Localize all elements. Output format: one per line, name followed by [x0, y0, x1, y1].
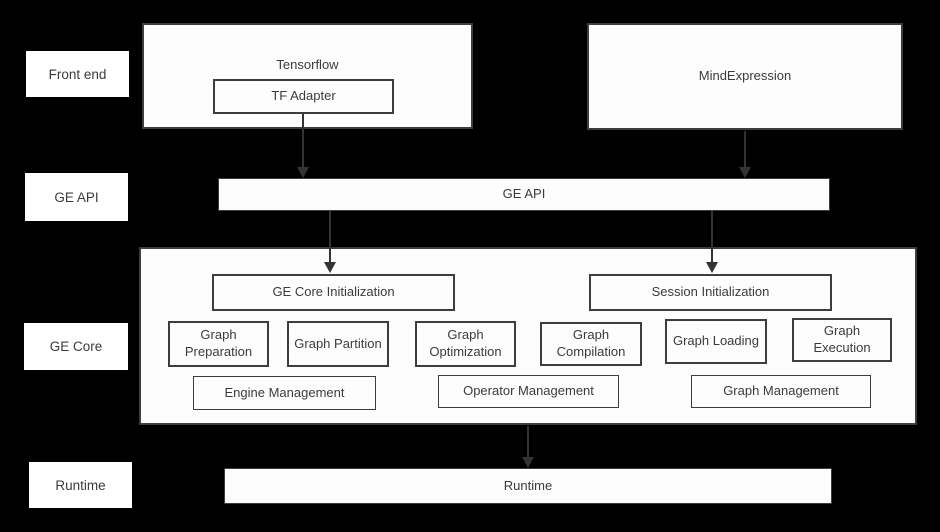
layer-label-ge-core: GE Core [24, 323, 128, 370]
arrow-shaft [302, 114, 304, 167]
ge-api-bar-label: GE API [502, 186, 546, 202]
arrow-head-icon [297, 167, 309, 178]
graph-execution-label: Graph Execution [813, 323, 871, 355]
mindexpression-box: MindExpression [587, 23, 903, 130]
graph-compilation-box: Graph Compilation [540, 322, 642, 366]
ge-core-initialization-box: GE Core Initialization [212, 274, 455, 311]
layer-label-ge-api-text: GE API [54, 189, 99, 205]
runtime-bar-label: Runtime [503, 477, 553, 493]
tf-adapter-label: TF Adapter [271, 88, 336, 104]
arrow-head-icon [522, 457, 534, 468]
engine-management-label: Engine Management [224, 384, 345, 400]
arrow-shaft [711, 211, 713, 262]
layer-label-front-end-text: Front end [48, 66, 107, 82]
graph-partition-box: Graph Partition [287, 321, 389, 367]
layer-label-ge-api: GE API [25, 173, 128, 221]
mindexpression-label: MindExpression [698, 68, 792, 84]
runtime-bar: Runtime [224, 468, 832, 504]
layer-label-ge-core-text: GE Core [49, 339, 103, 354]
arrow-tf-adapter-to-ge-api [297, 114, 309, 178]
operator-management-box: Operator Management [438, 375, 619, 408]
session-initialization-box: Session Initialization [589, 274, 832, 311]
tensorflow-box: Tensorflow TF Adapter [142, 23, 473, 129]
session-initialization-label: Session Initialization [651, 284, 770, 300]
arrow-head-icon [706, 262, 718, 273]
arrow-ge-api-to-ge-core-initialization [324, 211, 336, 273]
arrow-shaft [744, 131, 746, 167]
layer-label-runtime: Runtime [29, 462, 132, 508]
graph-optimization-label: Graph Optimization [429, 327, 502, 359]
engine-management-box: Engine Management [193, 376, 376, 410]
layer-label-runtime-text: Runtime [55, 477, 106, 493]
arrow-ge-core-to-runtime [522, 426, 534, 468]
graph-optimization-box: Graph Optimization [415, 321, 516, 367]
graph-compilation-label: Graph Compilation [556, 327, 626, 359]
graph-loading-box: Graph Loading [665, 319, 767, 364]
graph-execution-box: Graph Execution [792, 318, 892, 362]
graph-loading-label: Graph Loading [672, 333, 759, 349]
ge-api-bar: GE API [218, 178, 830, 211]
arrow-mindexpression-to-ge-api [739, 131, 751, 178]
arrow-shaft [527, 426, 529, 457]
graph-management-label: Graph Management [723, 383, 839, 399]
graph-partition-label: Graph Partition [294, 335, 382, 351]
arrow-shaft [329, 211, 331, 262]
arrow-ge-api-to-session-initialization [706, 211, 718, 273]
graph-preparation-label: Graph Preparation [184, 327, 253, 359]
tensorflow-label: Tensorflow [276, 57, 339, 72]
arrow-head-icon [324, 262, 336, 273]
ge-core-initialization-label: GE Core Initialization [272, 284, 395, 300]
tf-adapter-box: TF Adapter [213, 79, 394, 114]
graph-preparation-box: Graph Preparation [168, 321, 269, 367]
layer-label-front-end: Front end [26, 51, 129, 97]
arrow-head-icon [739, 167, 751, 178]
graph-management-box: Graph Management [691, 375, 871, 408]
operator-management-label: Operator Management [463, 383, 594, 399]
